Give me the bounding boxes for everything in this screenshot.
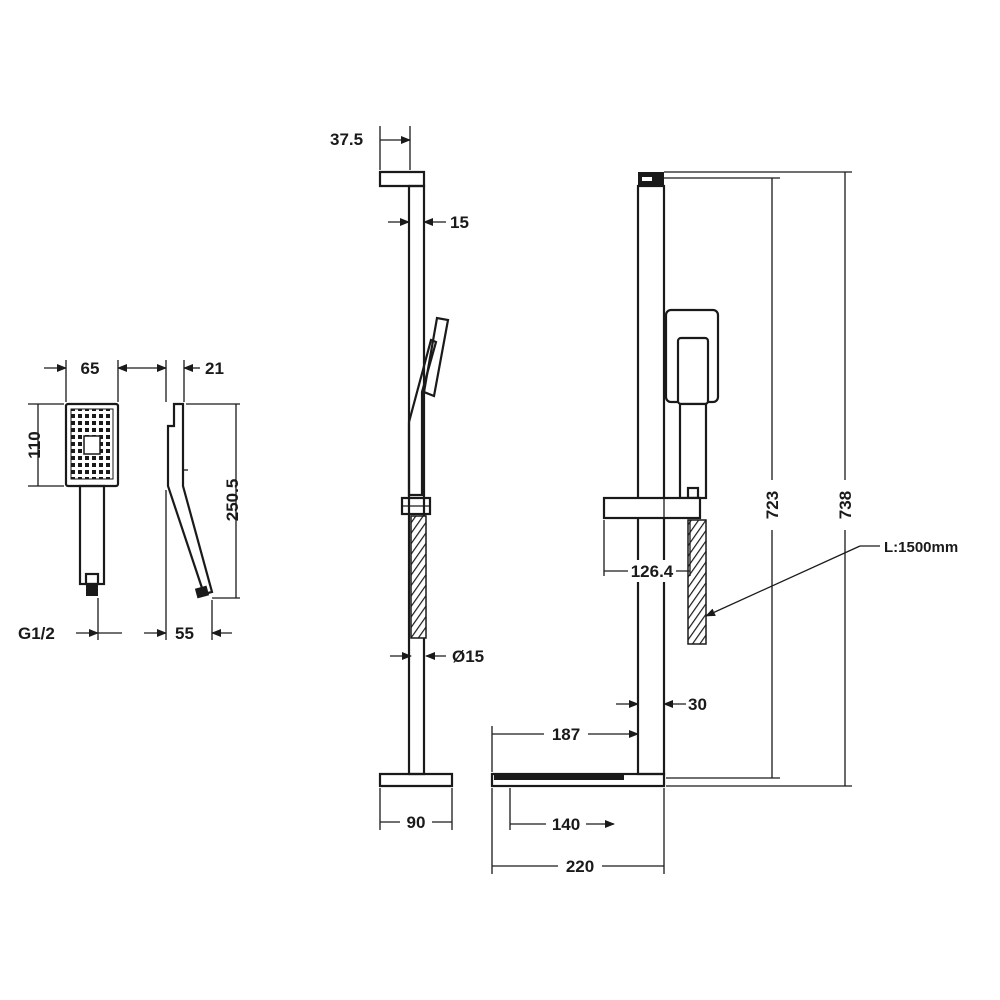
front-rail-bar	[636, 184, 666, 776]
dim-shelf-inner: 140	[552, 815, 580, 834]
nozzle-grid	[70, 408, 114, 480]
handset-side-profile	[166, 402, 214, 596]
dim-handset-side-base: 55	[175, 624, 194, 643]
handset-front-view: 65 110 G1/2	[18, 359, 140, 643]
dim-handset-head-height: 110	[25, 431, 44, 458]
rail-handset-body	[407, 338, 438, 497]
handset-connector	[84, 572, 100, 586]
handset-side-view: 21 250.5 55	[140, 359, 242, 643]
nozzle-center	[83, 435, 101, 455]
top-bracket	[378, 170, 426, 188]
front-shelf	[490, 772, 666, 788]
dim-handset-width: 65	[81, 359, 100, 378]
rail-handset-head	[422, 316, 450, 398]
handset-thread	[86, 584, 98, 596]
dim-handset-thread: G1/2	[18, 624, 55, 643]
dim-handset-depth: 21	[205, 359, 224, 378]
front-handset-head	[676, 336, 710, 406]
dim-rail-depth: 30	[688, 695, 707, 714]
front-handset-handle	[678, 402, 708, 500]
rail-hose	[410, 515, 427, 639]
dim-rail-top-offset: 37.5	[330, 130, 363, 149]
rail-base	[378, 772, 454, 788]
dim-shelf-total: 220	[566, 857, 594, 876]
dim-holder-reach: 126.4	[631, 562, 674, 581]
dim-rail-height: 723	[763, 491, 782, 519]
dim-shelf-reach: 187	[552, 725, 580, 744]
dim-rail-width: 15	[450, 213, 469, 232]
front-slider	[602, 496, 702, 520]
handset-handle	[78, 484, 106, 586]
front-hose	[687, 519, 707, 645]
dim-handset-side-height: 250.5	[223, 479, 242, 522]
rail-side-view: 37.5 15 Ø15 90	[330, 126, 484, 832]
dim-total-height: 738	[836, 491, 855, 519]
handset-side-thread	[194, 585, 210, 599]
rail-front-view: 126.4 L:1500mm 30 187 140 220 723	[490, 171, 958, 876]
dim-hose-length: L:1500mm	[884, 539, 958, 556]
dim-base-depth: 90	[407, 813, 426, 832]
dim-hose-diameter: Ø15	[452, 647, 484, 666]
